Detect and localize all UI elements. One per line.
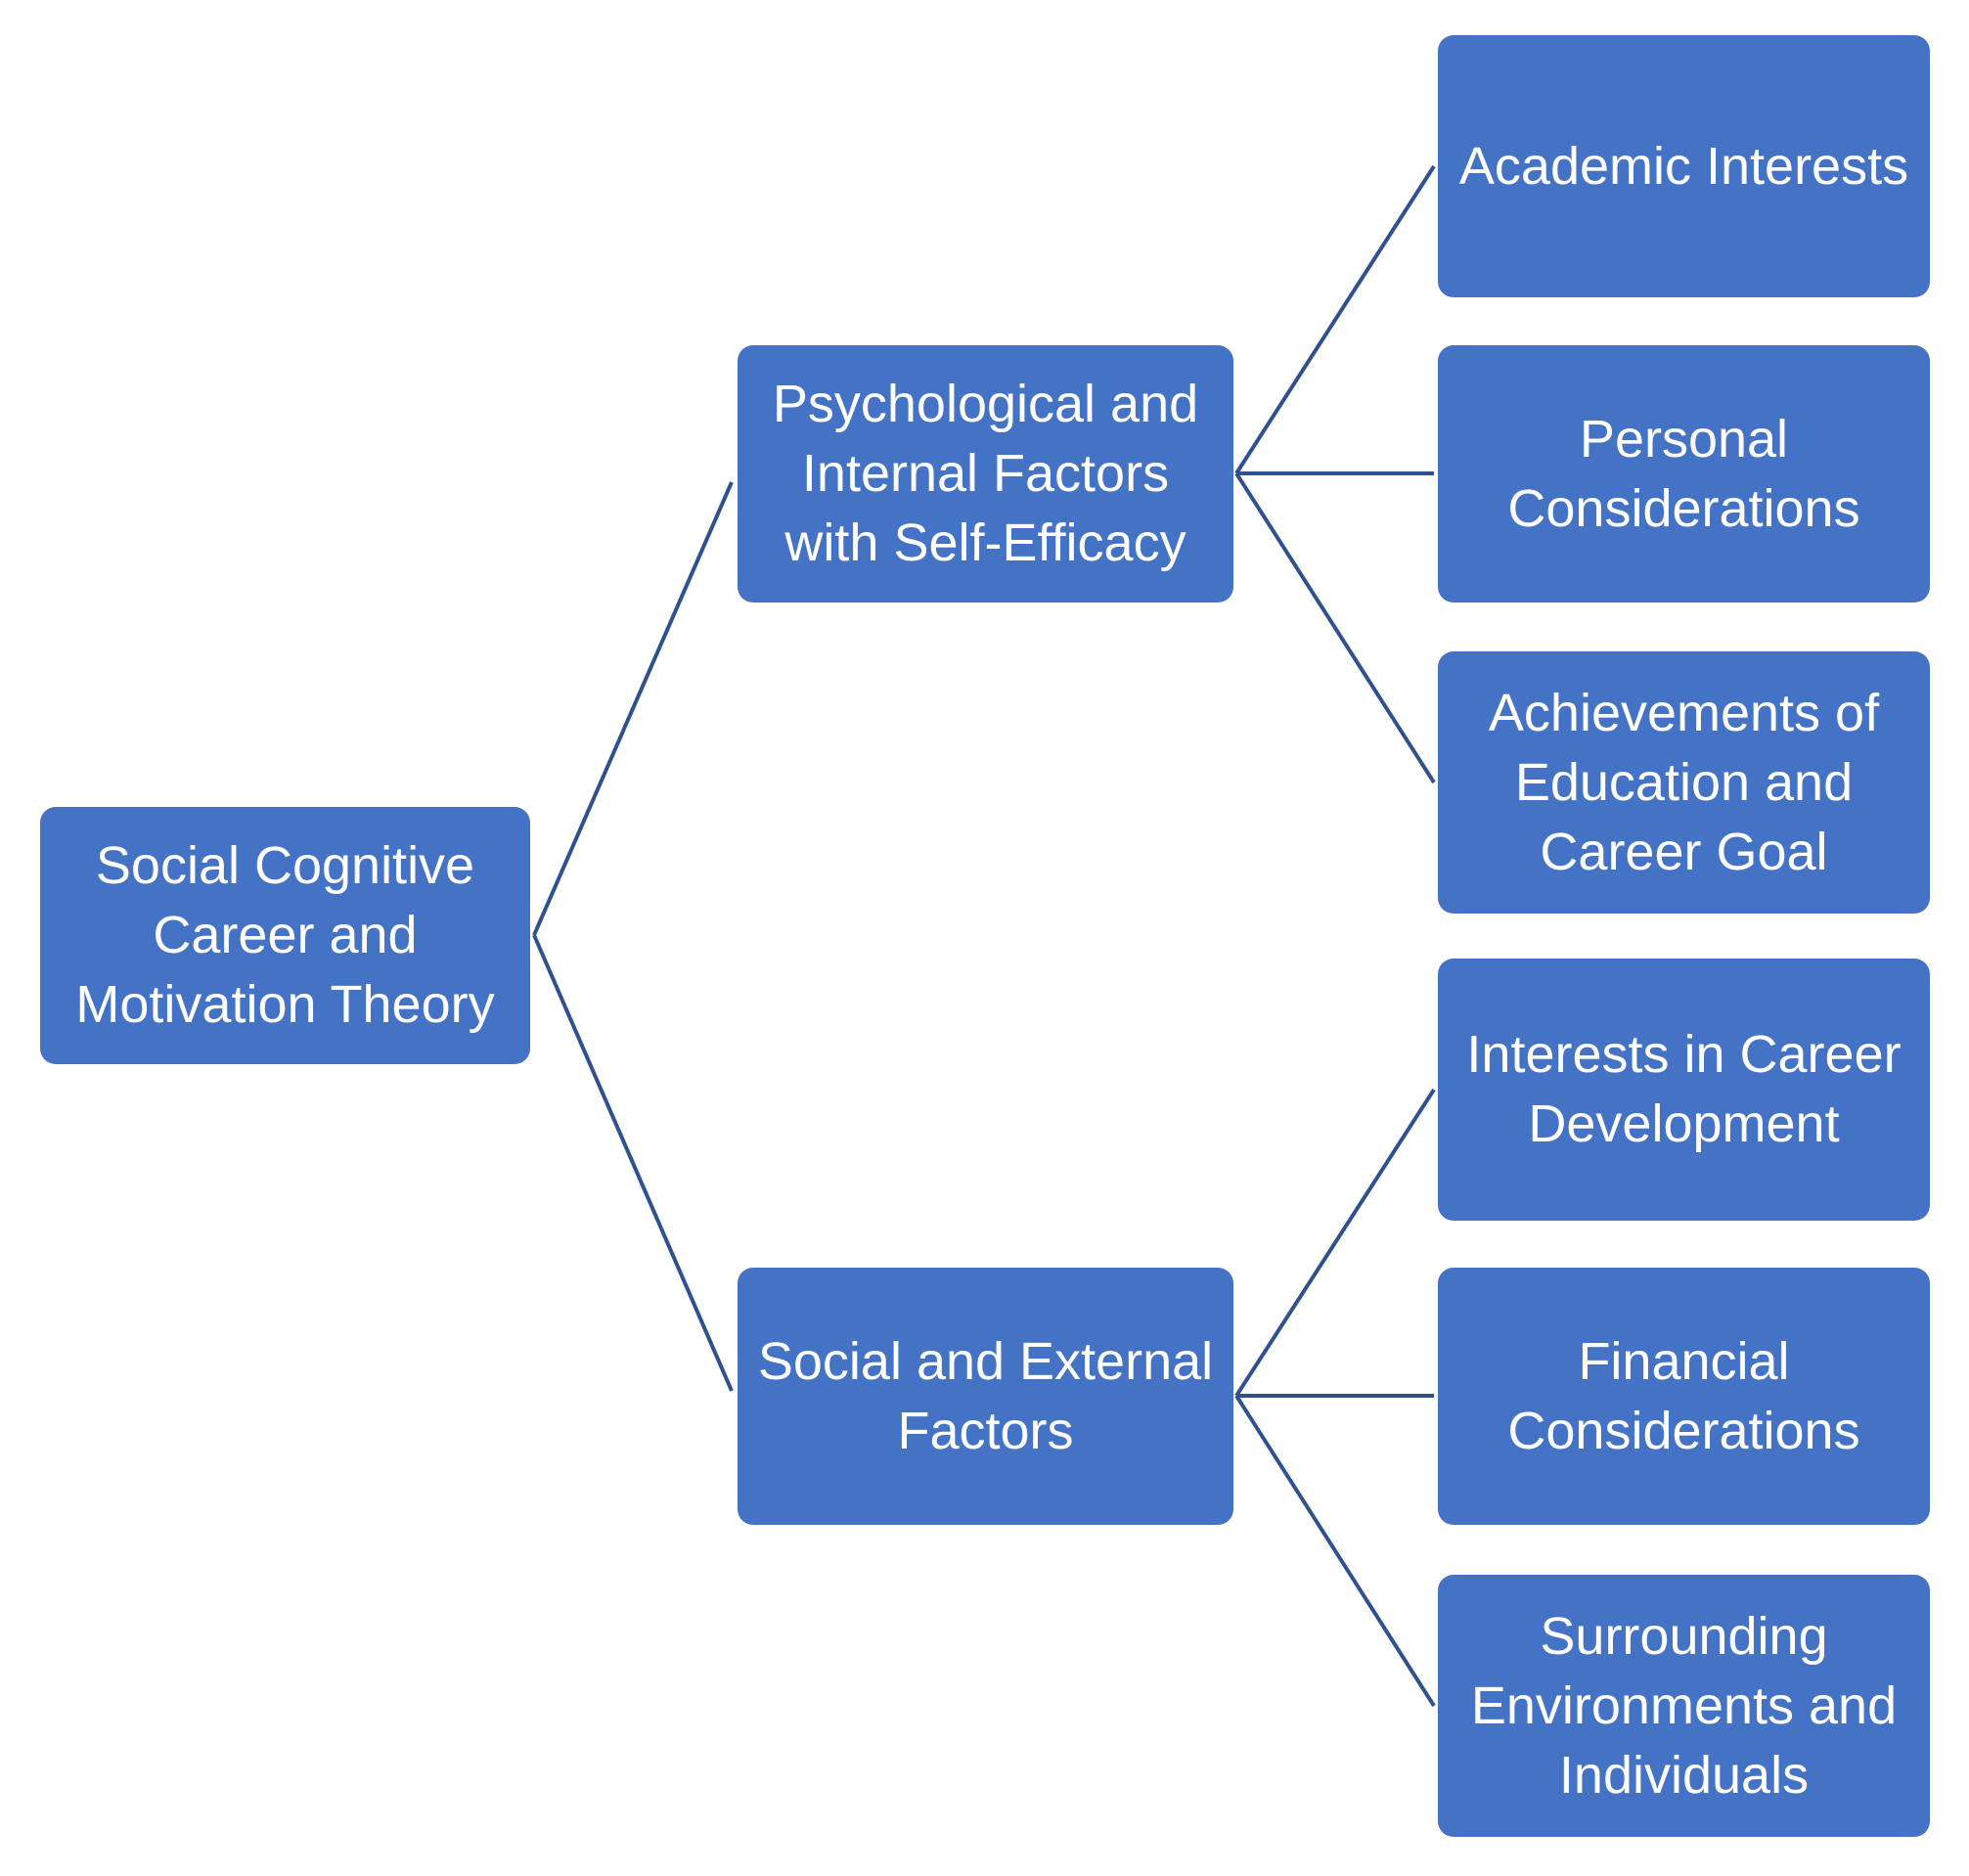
leaf-node-surrounding-environments-individuals: Surrounding Environments and Individuals: [1438, 1575, 1930, 1837]
leaf-node-academic-interests: Academic Interests: [1438, 35, 1930, 297]
connector-root-to-psychological: [532, 481, 734, 936]
leaf-node-financial-considerations: Financial Considerations: [1438, 1268, 1930, 1525]
connector-social-to-career-development: [1234, 1088, 1436, 1398]
leaf-node-interests-career-development: Interests in Career Development: [1438, 959, 1930, 1221]
connector-psychological-to-achievements: [1234, 471, 1436, 784]
connector-root-to-social: [532, 934, 734, 1392]
connector-social-to-surrounding-environments: [1234, 1394, 1436, 1708]
branch-node-psychological-internal-factors: Psychological and Internal Factors with …: [738, 345, 1233, 603]
leaf-node-achievements-education-career-goal: Achievements of Education and Career Goa…: [1438, 651, 1930, 914]
root-node-social-cognitive-theory: Social Cognitive Career and Motivation T…: [40, 807, 530, 1064]
connector-psychological-to-academic-interests: [1234, 164, 1436, 475]
branch-node-social-external-factors: Social and External Factors: [738, 1268, 1233, 1525]
leaf-node-personal-considerations: Personal Considerations: [1438, 345, 1930, 603]
